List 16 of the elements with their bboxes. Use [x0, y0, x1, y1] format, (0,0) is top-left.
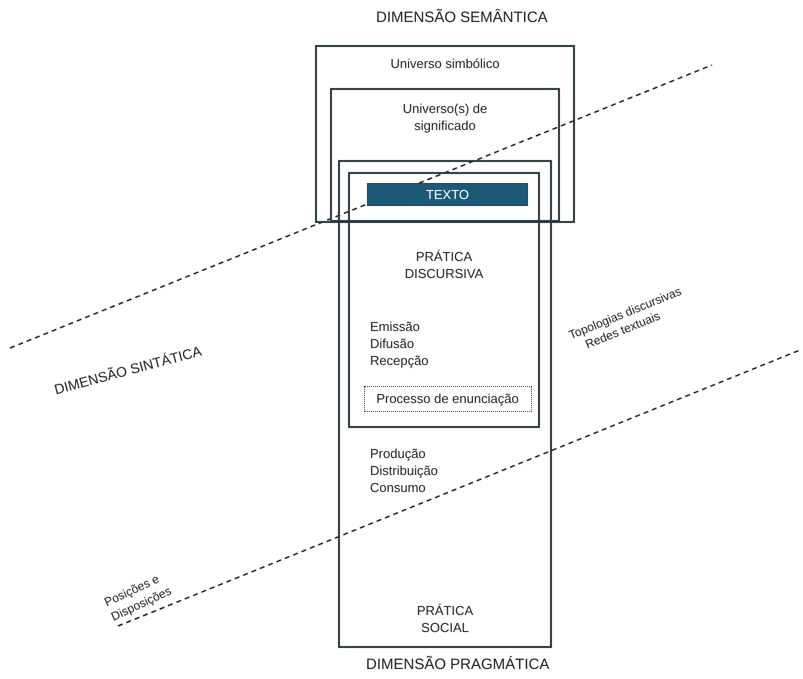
item-list: Emissão Difusão Recepção — [370, 318, 450, 369]
frame-box — [315, 45, 575, 223]
dotted-box — [364, 386, 532, 412]
text-banner — [367, 183, 528, 206]
axis-label: DIMENSÃO SEMÂNTICA — [376, 10, 548, 26]
box-title: PRÁTICA SOCIAL — [416, 602, 474, 636]
item-list: Produção Distribuição Consumo — [370, 445, 460, 496]
frame-box — [338, 160, 552, 648]
box-title: Universo(s) de significado — [402, 100, 488, 134]
box-title: Universo simbólico — [389, 55, 501, 72]
axis-label: DIMENSÃO PRAGMÁTICA — [366, 657, 550, 673]
frame-box — [348, 172, 540, 428]
banner-label: TEXTO — [424, 186, 470, 203]
box-title: PRÁTICA DISCURSIVA — [404, 248, 484, 282]
frame-box — [330, 88, 560, 222]
box-label: Processo de enunciação — [375, 390, 520, 407]
